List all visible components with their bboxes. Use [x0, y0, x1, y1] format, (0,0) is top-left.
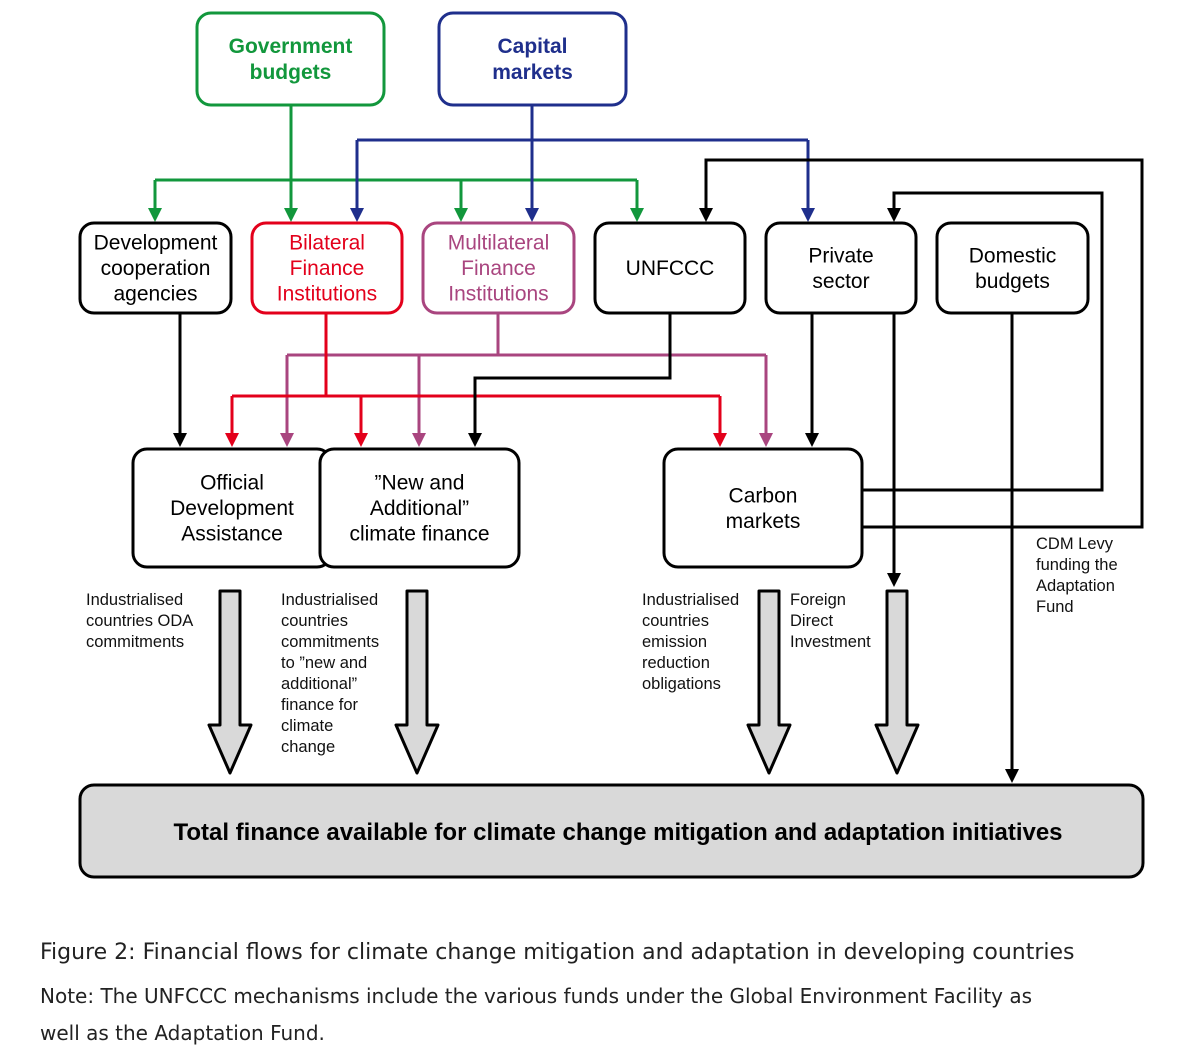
box-label-private: sector: [812, 270, 869, 293]
label-carbon: countries: [642, 612, 709, 630]
arrowhead-icon: [805, 433, 819, 447]
label-cdm: Adaptation: [1036, 577, 1115, 595]
multilateral-flow: [287, 313, 766, 357]
arrowhead-icon: [801, 208, 815, 222]
arrowhead-icon: [887, 208, 901, 222]
box-domestic: Domestic budgets: [935, 221, 1090, 315]
arrowhead-icon: [699, 208, 713, 222]
arrowhead-icon: [354, 433, 368, 447]
label-cdm: funding the: [1036, 556, 1118, 574]
box-unfccc: UNFCCC: [593, 221, 747, 315]
government-flow: [155, 105, 637, 182]
arrowhead-icon: [412, 433, 426, 447]
label-oda: countries ODA: [86, 612, 193, 630]
arrowhead-icon: [887, 573, 901, 587]
box-label-multilateral: Multilateral: [448, 232, 550, 255]
box-capital: Capital markets: [437, 11, 628, 107]
label-carbon: reduction: [642, 654, 710, 672]
block-arrow-icon: [207, 589, 253, 775]
box-label-government: Government: [229, 35, 353, 58]
box-label-carbon: markets: [726, 510, 801, 533]
label-carbon: emission: [642, 633, 707, 651]
carbon-to-private-arrow: [862, 191, 1104, 492]
label-newadd: to ”new and: [281, 654, 367, 672]
box-label-carbon: Carbon: [729, 484, 798, 507]
arrowhead-icon: [350, 208, 364, 222]
label-carbon: Industrialised: [642, 591, 739, 609]
arrowhead-icon: [630, 208, 644, 222]
box-label-private: Private: [808, 244, 873, 267]
box-label-newadd: ”New and: [375, 472, 465, 495]
label-fdi: Foreign: [790, 591, 846, 609]
label-cdm: CDM Levy: [1036, 535, 1114, 553]
block-arrow-icon: [746, 589, 792, 775]
box-label-newadd: Additional”: [370, 497, 469, 520]
flow-labels: Industrialised countries ODA commitments In…: [86, 535, 1118, 756]
capital-flow: [357, 105, 808, 210]
note-line-1: Note: The UNFCCC mechanisms include the …: [40, 984, 1032, 1008]
label-fdi: Investment: [790, 633, 871, 651]
block-arrow-icon: [874, 589, 920, 775]
box-label-capital: markets: [492, 61, 573, 84]
box-label-unfccc: UNFCCC: [626, 257, 715, 280]
box-label-devcoop: agencies: [113, 283, 197, 306]
label-oda: Industrialised: [86, 591, 183, 609]
label-newadd: commitments: [281, 633, 379, 651]
label-newadd: finance for: [281, 696, 359, 714]
arrowhead-icon: [713, 433, 727, 447]
label-cdm: Fund: [1036, 598, 1074, 616]
arrowhead-icon: [468, 433, 482, 447]
box-label-oda: Development: [170, 497, 294, 520]
label-newadd: Industrialised: [281, 591, 378, 609]
flow-lines: [148, 105, 1144, 783]
box-label-devcoop: Development: [94, 232, 218, 255]
unfccc-to-newadd-arrow: [473, 313, 672, 434]
arrowhead-icon: [284, 208, 298, 222]
box-private: Private sector: [764, 221, 918, 315]
box-label-capital: Capital: [497, 35, 567, 58]
box-label-bilateral: Institutions: [277, 283, 377, 306]
box-label-bilateral: Finance: [290, 257, 365, 280]
arrowhead-icon: [1005, 769, 1019, 783]
box-total: Total finance available for climate chan…: [78, 783, 1145, 879]
box-label-multilateral: Institutions: [448, 283, 548, 306]
box-label-oda: Official: [200, 472, 264, 495]
boxes: GovernmentbudgetsCapitalmarketsDevelopme…: [78, 11, 1145, 879]
box-government: Government budgets: [195, 11, 386, 107]
label-carbon: obligations: [642, 675, 721, 693]
box-label-domestic: budgets: [975, 270, 1050, 293]
label-newadd: change: [281, 738, 335, 756]
arrowhead-icon: [148, 208, 162, 222]
box-label-domestic: Domestic: [969, 244, 1057, 267]
label-newadd: additional”: [281, 675, 357, 693]
block-arrow-icon: [394, 589, 440, 775]
label-oda: commitments: [86, 633, 184, 651]
box-label-government: budgets: [250, 61, 332, 84]
label-fdi: Direct: [790, 612, 834, 630]
box-label-devcoop: cooperation: [101, 257, 211, 280]
arrowhead-icon: [759, 433, 773, 447]
label-newadd: climate: [281, 717, 333, 735]
box-carbon: Carbon markets: [662, 447, 864, 569]
label-newadd: countries: [281, 612, 348, 630]
arrowhead-icon: [454, 208, 468, 222]
note-line-2: well as the Adaptation Fund.: [40, 1021, 325, 1045]
box-label-oda: Assistance: [181, 523, 283, 546]
arrowhead-icon: [280, 433, 294, 447]
box-label-bilateral: Bilateral: [289, 232, 365, 255]
carbon-to-unfccc-arrow: [704, 158, 1144, 529]
total-label: Total finance available for climate chan…: [173, 819, 1062, 846]
arrowhead-icon: [225, 433, 239, 447]
arrowhead-icon: [173, 433, 187, 447]
box-label-newadd: climate finance: [349, 523, 489, 546]
box-label-multilateral: Finance: [461, 257, 536, 280]
figure-caption: Figure 2: Financial flows for climate ch…: [40, 940, 1075, 965]
arrowhead-icon: [525, 208, 539, 222]
